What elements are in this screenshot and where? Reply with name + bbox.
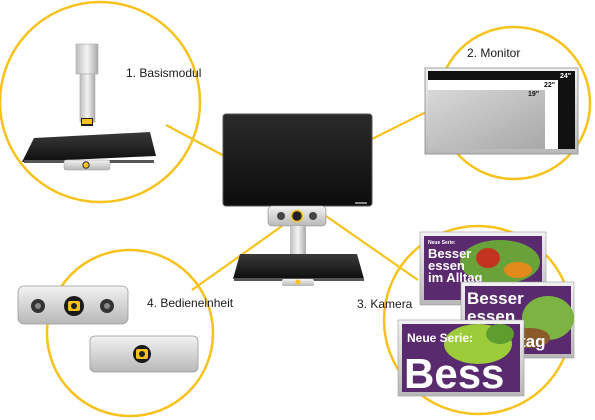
magazine-small-line-3: im Alltag (428, 270, 482, 285)
monitor-size-19: 19" (528, 91, 539, 98)
label-bedieneinheit: 4. Bedieneinheit (147, 296, 234, 310)
magazine-small-header: Neue Serie: (428, 240, 456, 246)
monitor-size-22: 22" (544, 82, 555, 89)
magazine-medium-line-3: tag (520, 332, 546, 351)
circle-basismodul (0, 0, 202, 204)
magazine-medium-line-1: Besser (467, 289, 524, 308)
kamera-magazine-samples: Neue Serie: Besser essen im Alltag Besse… (397, 231, 575, 397)
monitor-size-comparison: 24" 22" 19" (424, 67, 579, 155)
connector-monitor (365, 111, 427, 143)
basismodul-device (22, 43, 156, 171)
connector-bedieneinheit (191, 225, 283, 291)
label-kamera: 3. Kamera (357, 297, 413, 311)
label-basismodul: 1. Basismodul (126, 66, 202, 80)
magazine-front-series: Neue Serie: (407, 331, 473, 345)
circle-bedieneinheit (45, 248, 215, 418)
bedieneinheit-devices (17, 285, 199, 373)
magazine-small-line-1: Besser (428, 246, 471, 261)
magazine-front-big-word: Bess (404, 350, 504, 397)
connector-basismodul (165, 124, 229, 159)
magazine-small-line-2: essen (428, 258, 465, 273)
label-monitor: 2. Monitor (467, 46, 521, 60)
central-product (222, 113, 373, 286)
monitor-size-24: 24" (560, 73, 571, 80)
